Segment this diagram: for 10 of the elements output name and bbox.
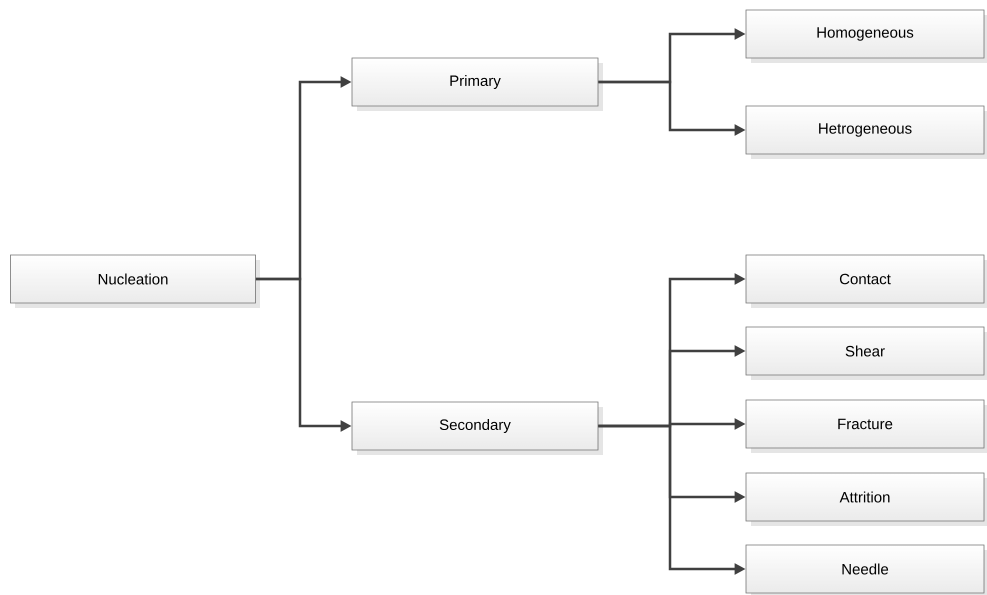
process-box: Fracture [746, 400, 987, 453]
process-box: Nucleation [10, 254, 260, 308]
process-box: Contact [746, 254, 987, 308]
process-box: Attrition [746, 472, 987, 526]
process-box: Homogeneous [746, 10, 987, 63]
process-box: Secondary [352, 402, 603, 455]
process-box: Needle [746, 544, 987, 595]
process-box: Hetrogeneous [746, 106, 987, 159]
process-box: Shear [746, 326, 987, 380]
process-box: Primary [352, 58, 603, 111]
